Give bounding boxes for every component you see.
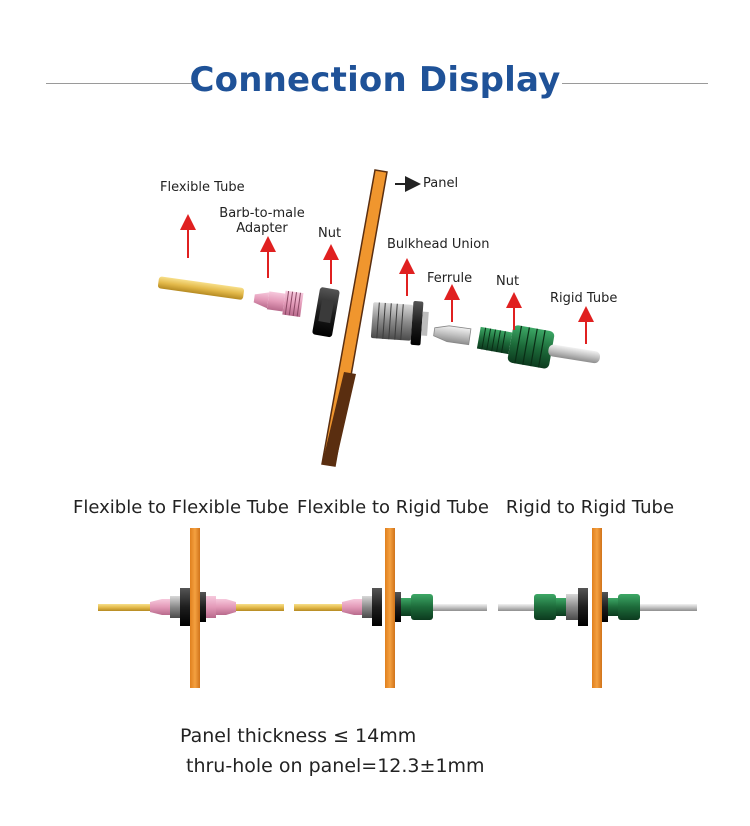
title-rule-right	[562, 83, 708, 84]
config-rigid-rigid	[498, 528, 697, 688]
bulkhead-union-part	[370, 301, 429, 346]
right-nut-part	[476, 325, 555, 369]
title-rule-left	[46, 83, 192, 84]
label-flexible-tube: Flexible Tube	[160, 180, 245, 195]
barb-adapter-part	[253, 290, 304, 317]
label-panel: Panel	[423, 176, 459, 191]
title-bar: Connection Display	[0, 56, 750, 112]
caption-flex-flex: Flexible to Flexible Tube	[73, 497, 289, 518]
label-nut-left: Nut	[318, 226, 342, 241]
left-nut-part	[312, 287, 340, 338]
label-rigid-tube: Rigid Tube	[550, 291, 618, 306]
label-ferrule: Ferrule	[427, 271, 473, 286]
spec-thru-hole: thru-hole on panel=12.3±1mm	[186, 755, 485, 777]
label-bulkhead-union: Bulkhead Union	[387, 237, 490, 252]
exploded-assembly	[157, 169, 601, 467]
ferrule-part	[433, 325, 472, 346]
rigid-tube-part	[548, 344, 601, 364]
callout-arrows	[180, 214, 594, 344]
page-title: Connection Display	[189, 60, 561, 100]
caption-rigid-rigid: Rigid to Rigid Tube	[505, 497, 675, 518]
panel-part	[321, 169, 388, 467]
spec-panel-thickness: Panel thickness ≤ 14mm	[180, 725, 417, 747]
label-nut-right: Nut	[496, 274, 520, 289]
config-flex-flex	[98, 528, 284, 688]
label-barb-adapter-line2: Adapter	[236, 221, 288, 236]
label-barb-adapter-line1: Barb-to-male	[219, 206, 305, 221]
flexible-tube-part	[157, 276, 245, 300]
label-barb-adapter: Barb-to-male Adapter	[212, 206, 312, 236]
config-flex-rigid	[294, 528, 487, 688]
caption-flex-rigid: Flexible to Rigid Tube	[296, 497, 490, 518]
